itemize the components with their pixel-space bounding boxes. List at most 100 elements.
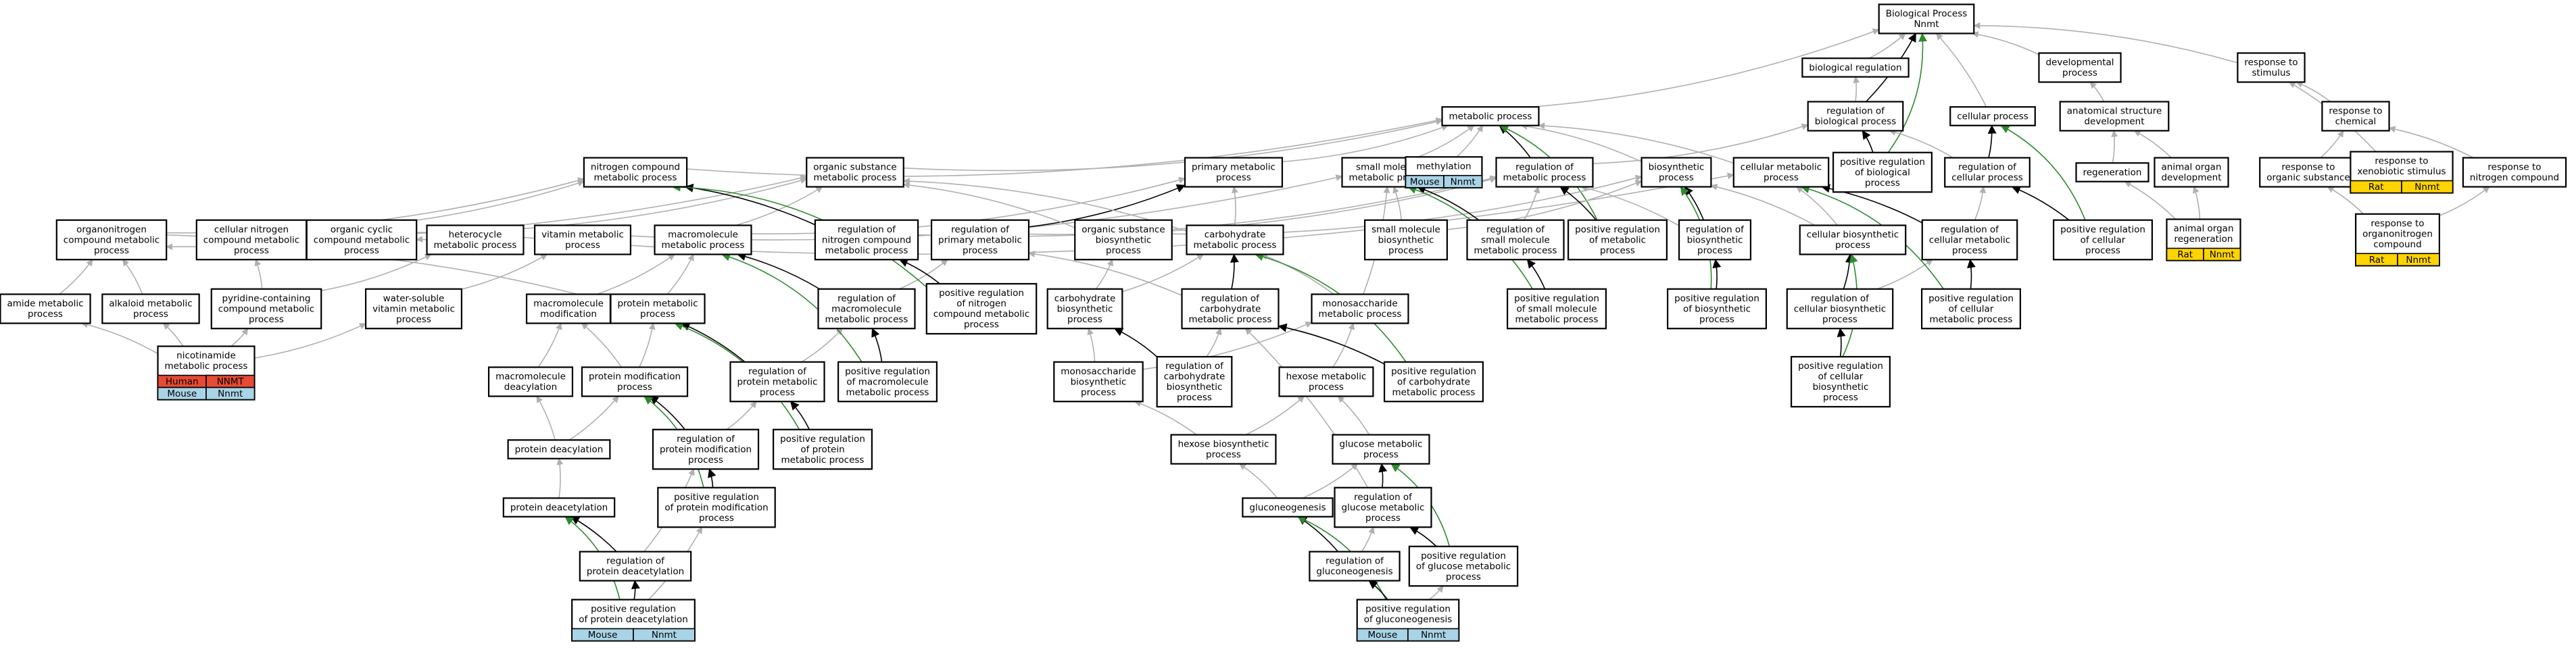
edge-black-regcell-to-cellp (1987, 124, 1997, 158)
node-label-line: process (963, 245, 998, 256)
node-box (654, 224, 752, 255)
node-label-line: regeneration (2174, 234, 2233, 245)
edge-grey-carbo-to-prim (1231, 186, 1238, 226)
node-label-line: heterocycle (449, 230, 502, 241)
node-label-line: regulation of (1486, 224, 1545, 235)
go-node-metab[interactable]: metabolic process (1441, 106, 1540, 126)
edge-grey-nicotin-to-watersol (254, 323, 366, 359)
node-box (1678, 219, 1752, 261)
node-label-line: response to (2244, 57, 2298, 68)
node-label-line: chemical (2335, 116, 2377, 127)
node-label-line: process (234, 245, 269, 256)
go-node-protdeacet[interactable]: protein deacetylation (502, 497, 616, 518)
go-node-cellp[interactable]: cellular process (1949, 106, 2036, 126)
go-node-protdeac[interactable]: protein deacylation (507, 439, 611, 459)
go-node-regen[interactable]: regeneration (2075, 162, 2149, 182)
node-label-line: metabolic process (781, 455, 865, 466)
node-box (814, 219, 919, 261)
node-label-line: modification (540, 309, 597, 320)
node-label-line: stimulus (2252, 68, 2290, 78)
node-label-line: process (1822, 314, 1857, 325)
node-label-line: response to (2329, 106, 2382, 117)
node-box (806, 157, 904, 188)
go-node-breg[interactable]: biological regulation (1801, 57, 1910, 78)
go-node-gluconeo[interactable]: gluconeogenesis (1242, 497, 1334, 518)
go-node-regcarbobio[interactable]: regulation ofcarbohydratebiosyntheticpro… (1156, 355, 1233, 408)
